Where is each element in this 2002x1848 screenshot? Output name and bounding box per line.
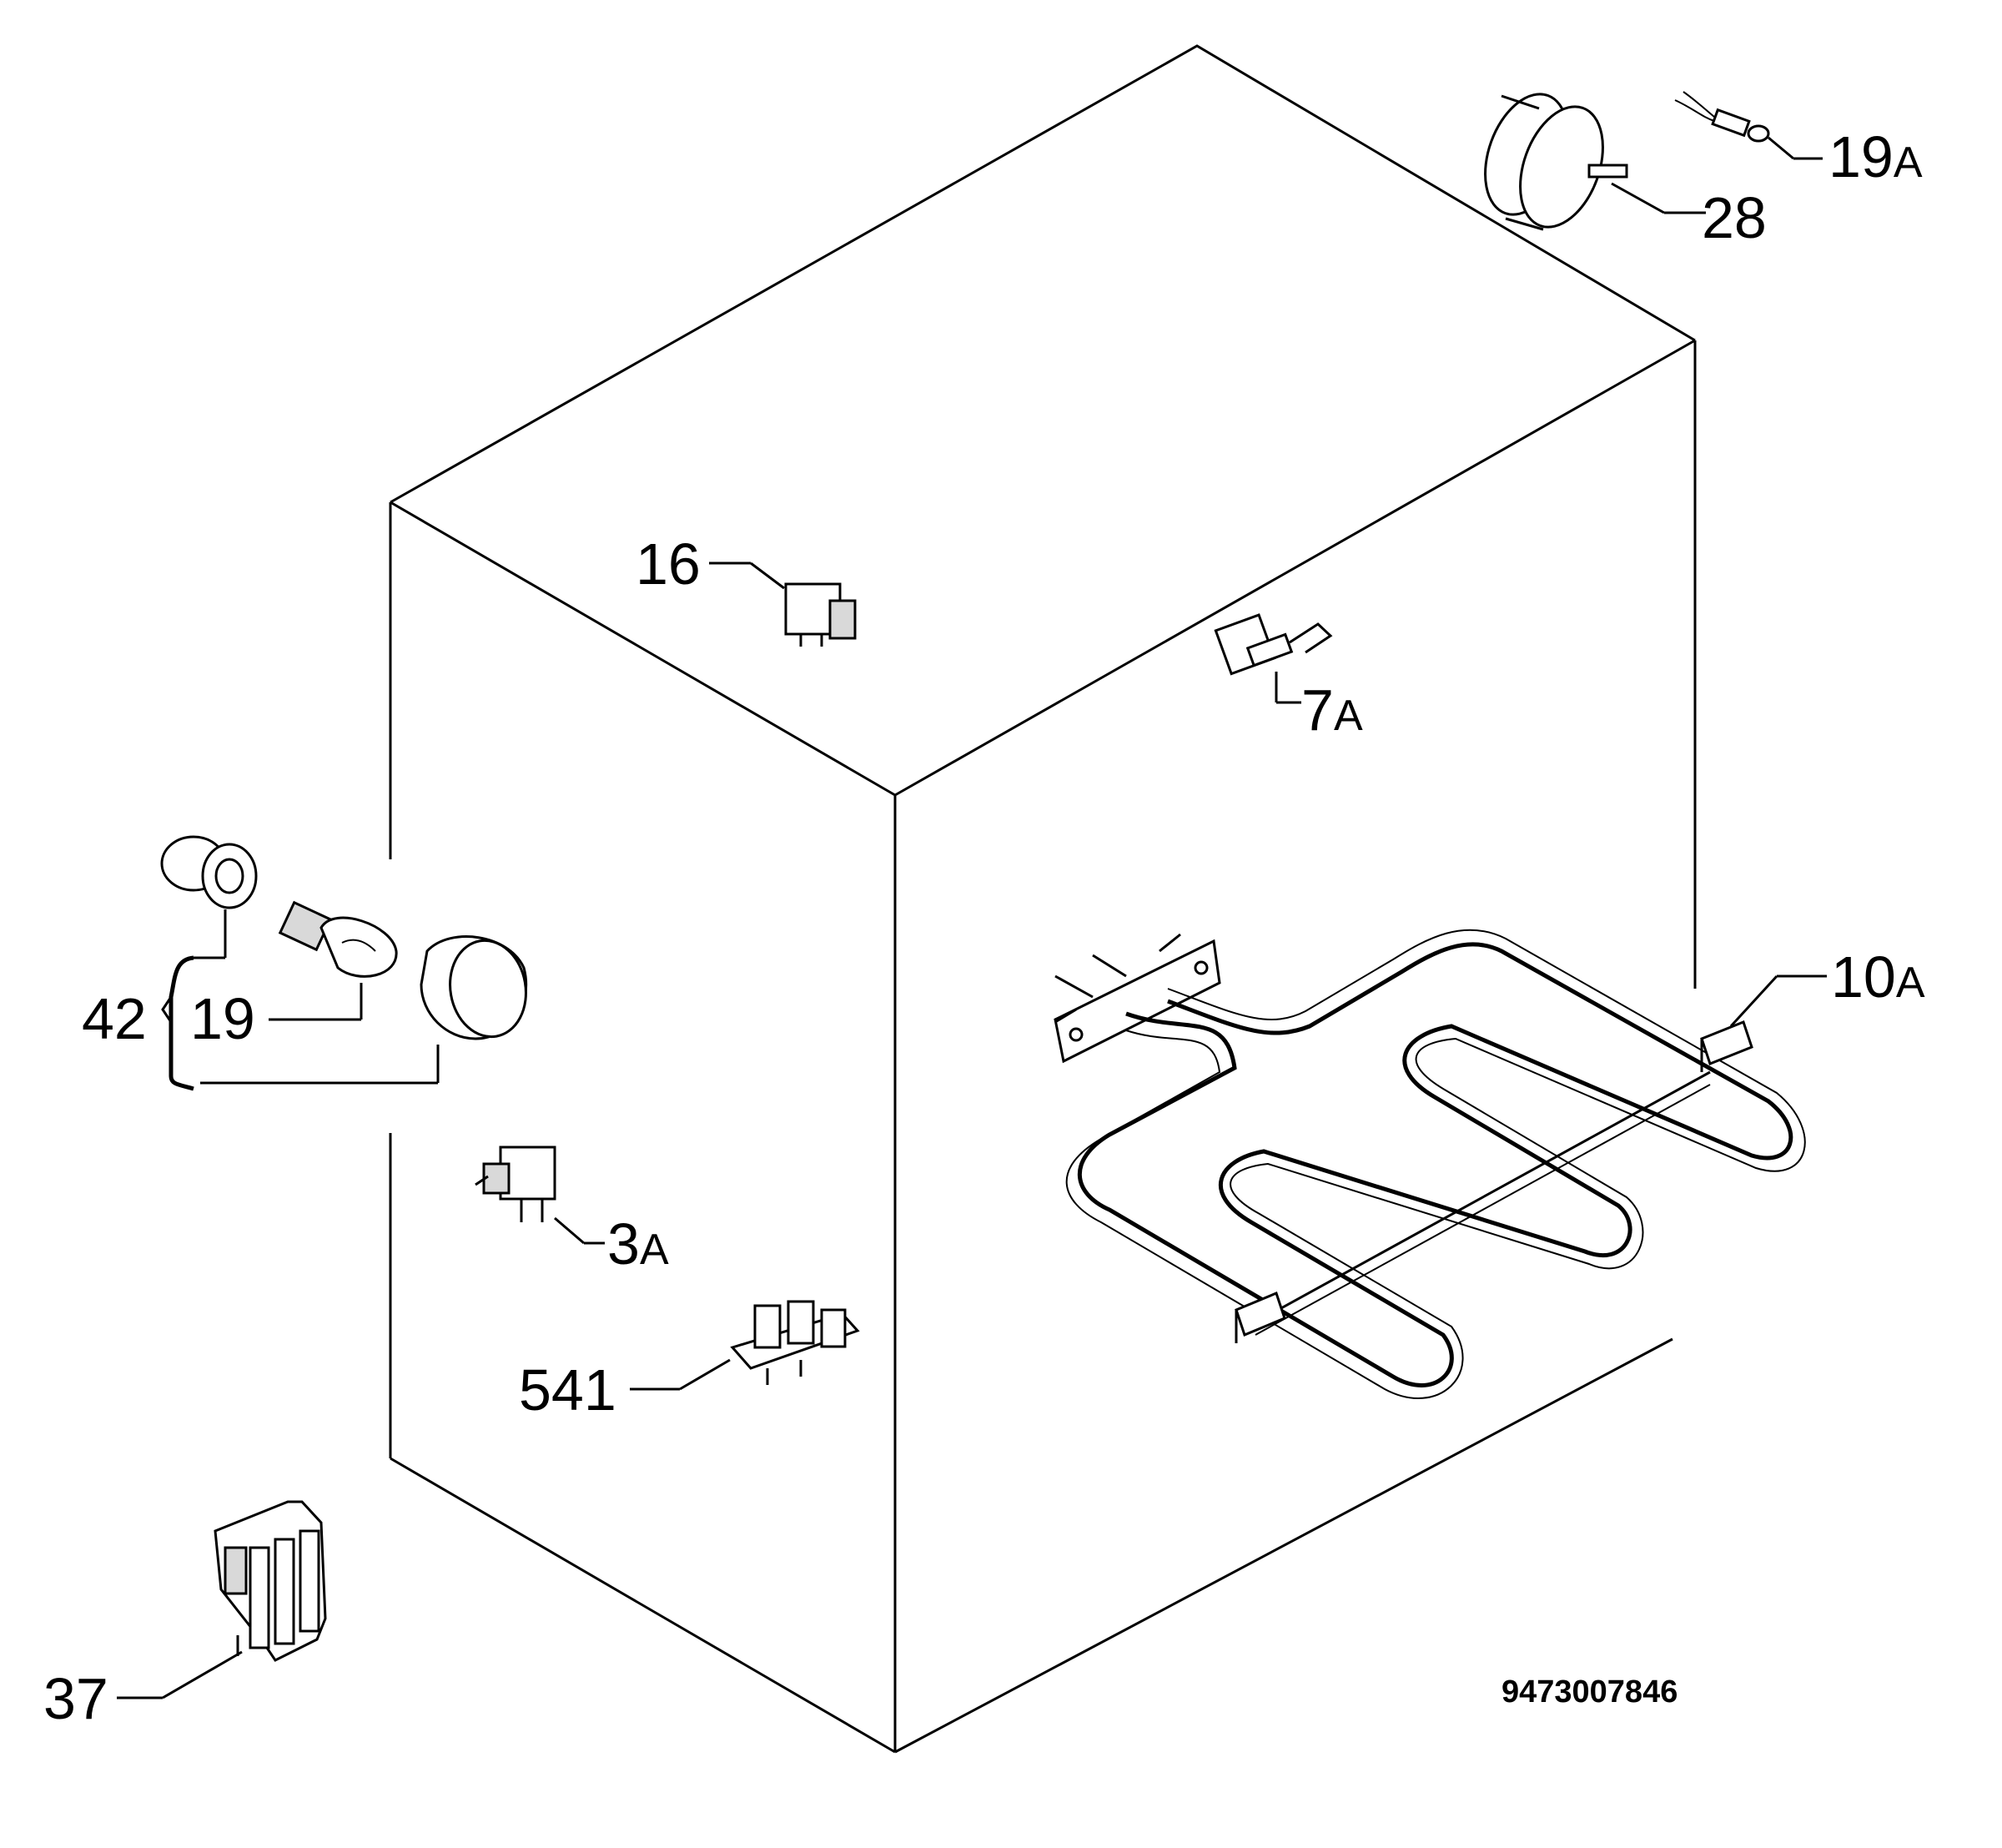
callout-7a: 7A xyxy=(1301,677,1363,743)
top-switch-part xyxy=(709,561,857,647)
document-number: 9473007846 xyxy=(1502,1674,1678,1710)
bracket-clip-part xyxy=(117,1500,327,1699)
timer-motor-part xyxy=(1484,93,1706,231)
grill-element-part xyxy=(1054,929,1827,1399)
cabinet-outline xyxy=(389,44,1697,1754)
indicator-lamp-part xyxy=(1674,91,1823,160)
callout-19a: 19A xyxy=(1828,124,1923,189)
callout-28: 28 xyxy=(1702,185,1767,250)
callout-10a: 10A xyxy=(1831,944,1925,1010)
microswitch-part xyxy=(1214,613,1333,704)
terminal-block-part xyxy=(630,1300,860,1391)
callout-19: 19 xyxy=(190,986,255,1051)
callout-37: 37 xyxy=(43,1666,108,1731)
callout-16: 16 xyxy=(636,531,701,597)
callout-3a: 3A xyxy=(607,1211,669,1276)
side-switch-part xyxy=(475,1146,605,1245)
lamp-assembly-part xyxy=(160,835,528,1091)
callout-541: 541 xyxy=(519,1357,616,1423)
callout-42: 42 xyxy=(82,986,147,1051)
